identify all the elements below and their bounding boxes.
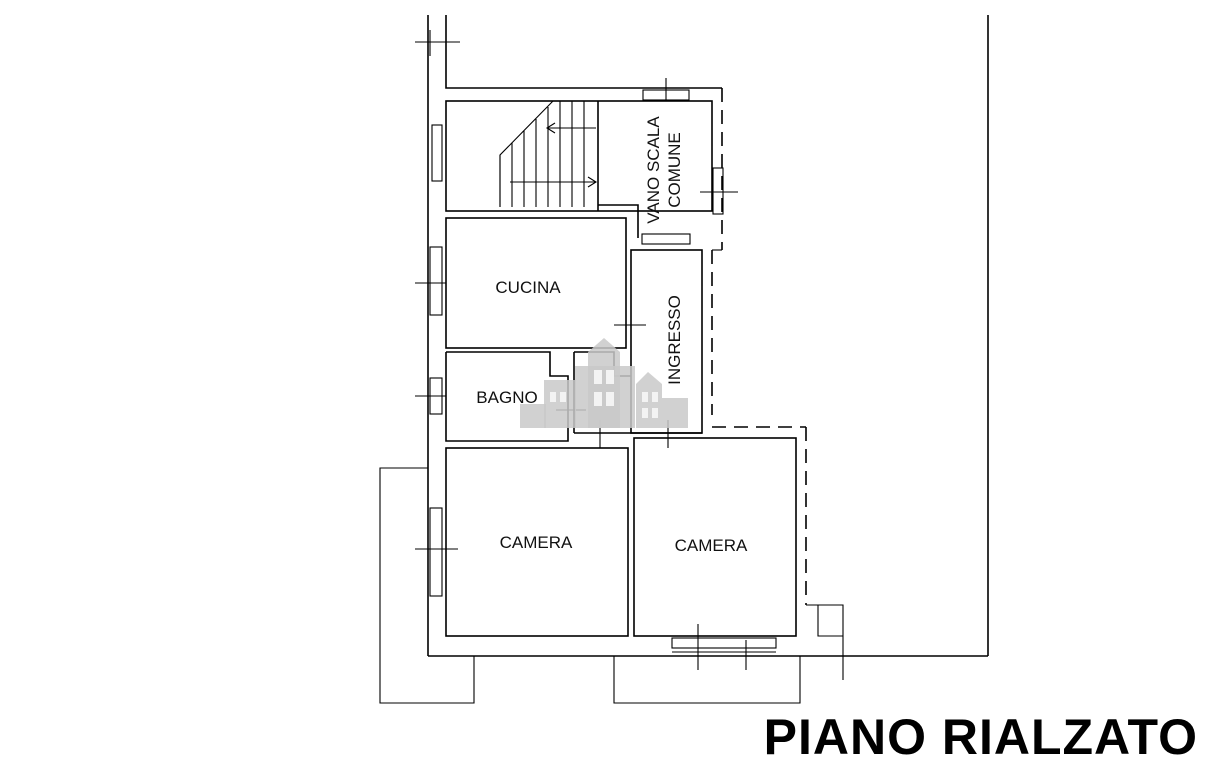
label-ingresso: INGRESSO <box>665 295 684 385</box>
bedroom-right: CAMERA <box>633 437 797 670</box>
label-camera-right: CAMERA <box>675 536 748 555</box>
bedroom-left: CAMERA <box>415 447 629 637</box>
dashed-boundary <box>711 88 844 680</box>
label-vano-scala: VANO SCALA <box>644 116 663 224</box>
label-cucina: CUCINA <box>495 278 561 297</box>
stairwell-room <box>431 78 738 245</box>
label-comune: COMUNE <box>665 132 684 208</box>
kitchen-room: CUCINA <box>415 217 646 349</box>
plan-title: PIANO RIALZATO <box>763 709 1198 765</box>
balconies <box>379 467 801 704</box>
stairs <box>499 100 598 207</box>
label-camera-left: CAMERA <box>500 533 573 552</box>
label-bagno: BAGNO <box>476 388 537 407</box>
stairwell-label: VANO SCALA COMUNE <box>644 116 684 224</box>
watermark-logo <box>520 338 688 428</box>
